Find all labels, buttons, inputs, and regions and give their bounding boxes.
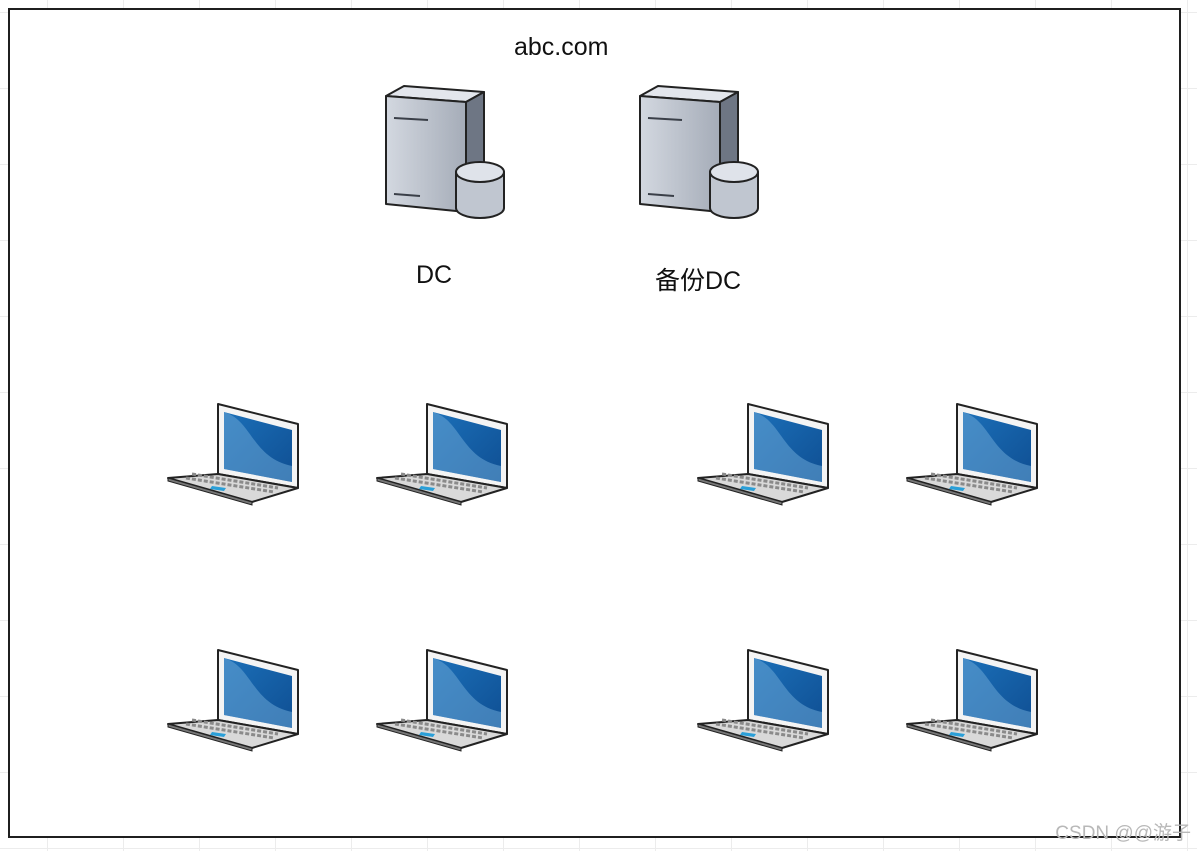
laptop-icon (376, 649, 508, 752)
laptop-icon (376, 403, 508, 506)
server-icon (639, 85, 759, 219)
laptop-icon (167, 403, 299, 506)
domain-label: abc.com (514, 33, 609, 61)
laptop-icon (697, 403, 829, 506)
laptop-icon (167, 649, 299, 752)
watermark: CSDN @@游子 (1055, 823, 1191, 844)
dc-label: DC (416, 261, 453, 289)
laptop-icon (906, 403, 1038, 506)
server-icon (385, 85, 505, 219)
laptop-icon (697, 649, 829, 752)
laptop-icon (906, 649, 1038, 752)
backup-dc-label: 备份DC (655, 267, 742, 295)
